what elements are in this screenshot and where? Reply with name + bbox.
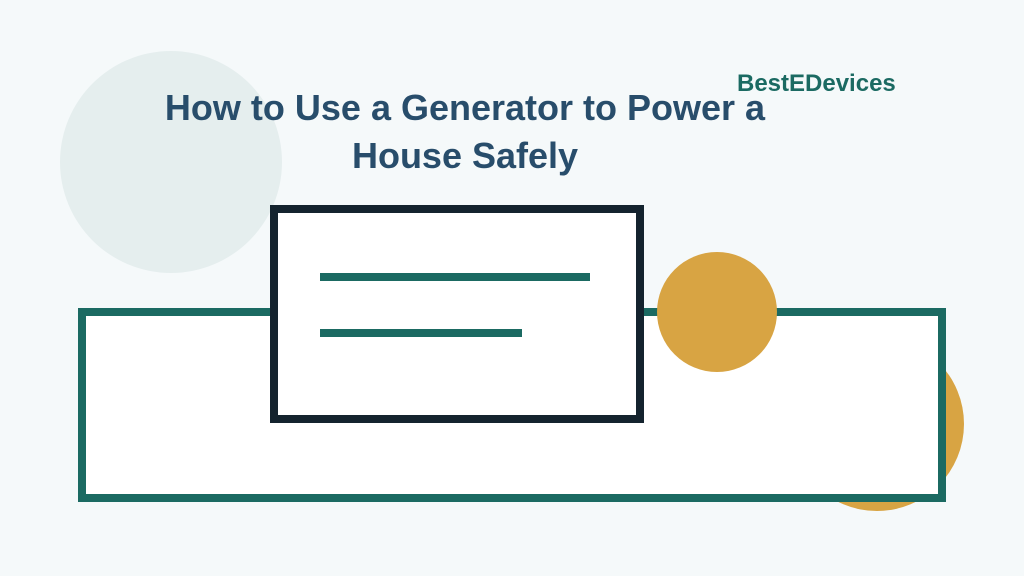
page-title: How to Use a Generator to Power a House … <box>164 87 766 176</box>
document-card <box>270 205 644 423</box>
brand-logo-text: BestEDevices <box>737 70 896 97</box>
decorative-gold-circle-small <box>657 252 777 372</box>
outer-teal-rectangle <box>78 308 946 502</box>
decorative-grey-circle <box>60 51 282 273</box>
text-line-placeholder-long <box>320 273 590 281</box>
text-line-placeholder-short <box>320 329 522 337</box>
